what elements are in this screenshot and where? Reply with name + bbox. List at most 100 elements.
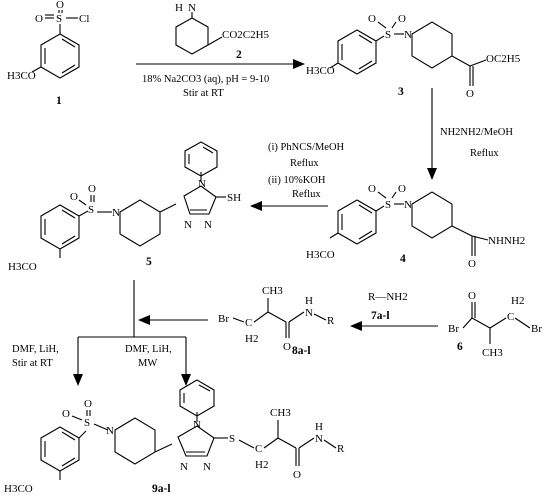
methyl-label: CH3 [262, 285, 283, 297]
methoxy-label: H3CO [4, 483, 33, 495]
nitrogen-label: N [404, 29, 412, 41]
piperidine-ring [411, 191, 453, 239]
methylene-h2: H2 [245, 333, 258, 345]
nitrogen-label: N [204, 219, 212, 231]
condition-text: MW [138, 358, 157, 369]
benzene-ring [40, 426, 80, 472]
r-group-label: R [327, 315, 335, 327]
methoxy-label: H3CO [8, 261, 37, 273]
bromine-label: Br [531, 323, 542, 335]
nitrogen-label: N [180, 461, 188, 473]
compound-7: R—NH2 7a-l [368, 291, 408, 322]
hydrogen-label: H [175, 2, 183, 14]
methoxy-label: H3CO [306, 65, 335, 77]
oxygen-label: O [398, 13, 406, 25]
benzene-ring [40, 33, 80, 79]
thiol-label: SH [227, 192, 241, 204]
condition-text: DMF, LiH, [125, 344, 172, 355]
nitrogen-label: N [404, 199, 412, 211]
bromine-label: Br [218, 313, 229, 325]
oxygen-label: O [35, 13, 43, 25]
condition-text: Stir at RT [12, 358, 53, 369]
benzene-ring [337, 199, 377, 245]
oxygen-label: O [70, 191, 78, 203]
ester-label: OC2H5 [486, 53, 521, 65]
nitrogen-label: N [198, 178, 206, 190]
condition-text: (i) PhNCS/MeOH [268, 142, 345, 153]
compound-number: 2 [236, 49, 242, 61]
methylene-h2: H2 [511, 295, 524, 307]
nitrogen-label: N [315, 433, 323, 445]
compound-4: H3CO S O O N O NHNH2 4 [306, 183, 525, 270]
compound-6: Br O CH3 C H2 Br 6 [448, 290, 542, 359]
condition-text: DMF, LiH, [12, 344, 59, 355]
compound-2: N H CO2C2H5 2 [175, 2, 270, 61]
compound-5: H3CO S O O N N N N SH 5 [8, 141, 241, 273]
ester-label: CO2C2H5 [222, 29, 270, 41]
triazole-ring [177, 425, 215, 457]
nitrogen-label: N [106, 425, 114, 437]
hydrogen-label: H [315, 421, 323, 433]
sulfur-label: S [56, 13, 62, 25]
r-group-label: R [337, 443, 345, 455]
triazole-ring [183, 185, 217, 215]
condition-text: NH2NH2/MeOH [440, 127, 513, 138]
compound-number: 5 [146, 256, 152, 268]
nitrogen-label: N [184, 219, 192, 231]
piperidine-ring [119, 199, 161, 247]
phenyl-ring [179, 379, 215, 417]
sulfur-label: S [385, 29, 391, 41]
hydrogen-label: H [305, 295, 313, 307]
arrow-step-5: DMF, LiH, Stir at RT DMF, LiH, MW [12, 280, 208, 386]
methoxy-label: H3CO [7, 70, 36, 82]
compound-9: H3CO S O O N N N N S C H2 CH3 O N H [4, 379, 345, 495]
methylene-h2: H2 [255, 459, 268, 471]
hydrazide-label: NHNH2 [488, 235, 525, 247]
compound-8: Br C H2 CH3 O N H R 8a-l [218, 285, 335, 357]
oxygen-label: O [466, 88, 474, 100]
bromine-label: Br [448, 323, 459, 335]
oxygen-label: O [283, 341, 291, 353]
sulfur-label: S [84, 417, 90, 429]
sulfur-label: S [88, 204, 94, 216]
benzene-ring [40, 204, 80, 250]
piperidine-ring [411, 21, 453, 69]
condition-text: 18% Na2CO3 (aq), pH = 9-10 [142, 74, 269, 85]
oxygen-label: O [468, 258, 476, 270]
oxygen-label: O [368, 13, 376, 25]
phenyl-ring [184, 141, 218, 177]
methyl-label: CH3 [482, 347, 503, 359]
nitrogen-label: N [203, 461, 211, 473]
methyl-label: CH3 [270, 407, 291, 419]
compound-number: 6 [457, 341, 463, 353]
condition-text: Stir at RT [183, 88, 224, 99]
compound-number: 3 [398, 86, 404, 98]
oxygen-label: O [84, 398, 92, 410]
oxygen-label: O [468, 290, 476, 302]
condition-text: Reflux [290, 158, 319, 169]
oxygen-label: O [398, 183, 406, 195]
oxygen-label: O [62, 408, 70, 420]
arrow-step-3: (i) PhNCS/MeOH Reflux (ii) 10%KOH Reflux [250, 142, 345, 211]
methylene-c: C [507, 311, 514, 323]
oxygen-label: O [368, 183, 376, 195]
oxygen-label: O [293, 469, 301, 481]
piperidine-ring [114, 417, 156, 465]
compound-number: 9a-l [152, 483, 171, 495]
piperidine-ring [175, 17, 209, 55]
oxygen-label: O [56, 0, 64, 11]
compound-number: 7a-l [371, 310, 390, 322]
methylene-c: C [255, 443, 262, 455]
methylene-c: C [245, 317, 252, 329]
compound-number: 1 [56, 95, 62, 107]
oxygen-label: O [88, 183, 96, 195]
sulfur-label: S [229, 433, 235, 445]
arrow-step-4 [350, 321, 438, 331]
compound-number: 4 [400, 253, 406, 265]
compound-3: H3CO S O O N O OC2H5 3 [306, 13, 521, 100]
amine-formula: R—NH2 [368, 291, 408, 303]
condition-text: Reflux [470, 148, 499, 159]
arrow-step-2: NH2NH2/MeOH Reflux [427, 88, 513, 180]
benzene-ring [337, 29, 377, 75]
